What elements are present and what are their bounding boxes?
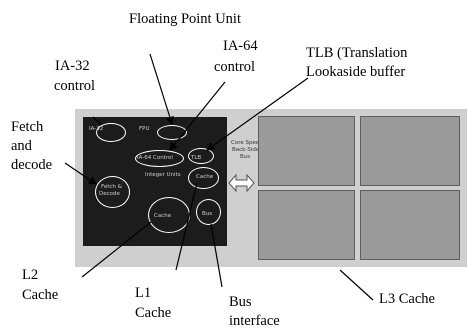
fetch-label-1: Fetch <box>11 119 44 135</box>
fpu-circle <box>157 125 187 140</box>
ia32-circle <box>96 123 126 142</box>
l2-label-1: L2 <box>22 267 39 283</box>
l3-bank-bottom-right <box>360 190 460 260</box>
fetch-label-3: decode <box>11 157 53 173</box>
tlb-label-1: TLB (Translation <box>306 45 408 61</box>
ia64-label-1: IA-64 <box>223 38 258 54</box>
core-bus-label-2: Back-Side <box>232 147 260 153</box>
l1-label-1: L1 <box>135 285 152 301</box>
ia32-arrow <box>92 116 102 125</box>
bus-interface-circle <box>196 199 221 225</box>
l3-bank-bottom-left <box>258 190 355 260</box>
l3-bank-top-right <box>360 116 460 186</box>
l1-cache-circle <box>188 167 219 189</box>
tlb-circle <box>188 148 214 164</box>
fpu-arrow <box>149 53 174 126</box>
ia32-label-1: IA-32 <box>55 58 90 74</box>
l1-label-2: Cache <box>135 305 172 321</box>
bus-double-arrow <box>228 173 255 193</box>
integer-units-block-label: Integer Units <box>145 172 181 178</box>
l2-line <box>81 221 152 278</box>
core-bus-label-1: Core Speed <box>231 140 263 146</box>
fetch-arrow <box>64 162 97 185</box>
fpu-block-label: FPU <box>139 126 150 132</box>
fetch-decode-circle <box>95 176 130 208</box>
l3-bank-top-left <box>258 116 355 186</box>
tlb-label-2: Lookaside buffer <box>306 64 406 80</box>
ia64-arrow <box>169 81 226 151</box>
bus-line <box>210 223 223 288</box>
l3-label: L3 Cache <box>379 291 435 307</box>
l3-line <box>339 269 374 301</box>
ia64-label-2: control <box>214 59 256 75</box>
l2-label-2: Cache <box>22 287 59 303</box>
bus-label-1: Bus <box>229 294 252 310</box>
bus-label-2: interface <box>229 313 280 329</box>
tlb-arrow <box>206 77 309 151</box>
ia32-label-2: control <box>54 78 96 94</box>
core-bus-label-3: Bus <box>240 154 251 160</box>
ia64-control-circle <box>135 150 184 167</box>
l1-line <box>175 182 198 271</box>
fetch-label-2: and <box>11 138 32 154</box>
fpu-label: Floating Point Unit <box>129 11 241 27</box>
